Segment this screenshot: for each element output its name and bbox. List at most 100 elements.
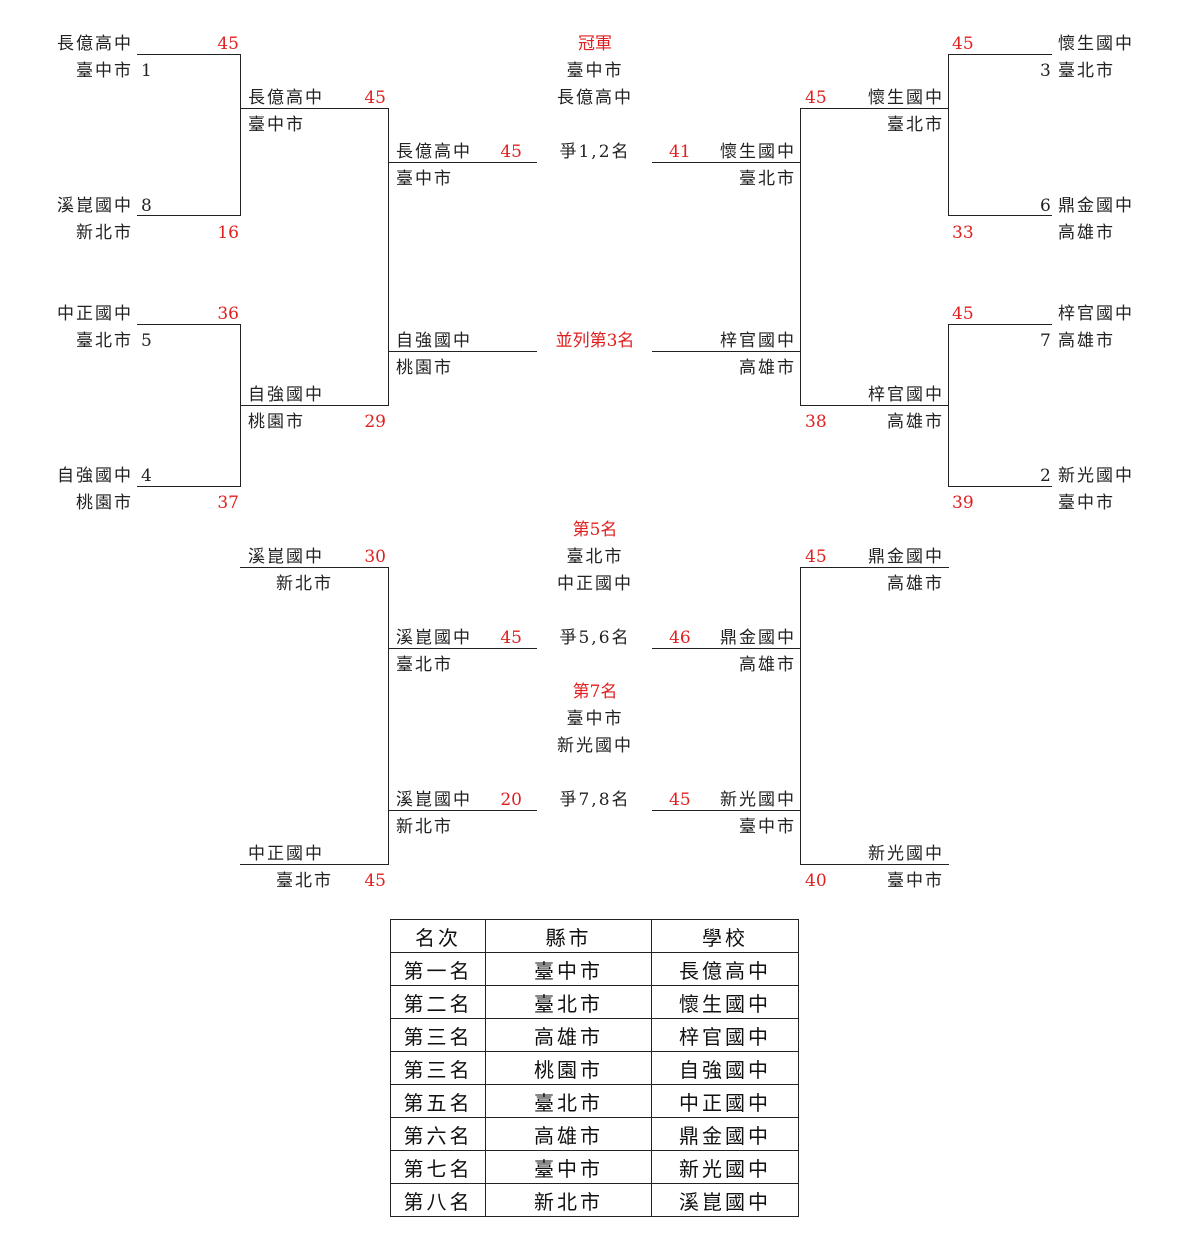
team-city: 臺北市	[276, 871, 333, 891]
table-row: 第二名 臺北市 懷生國中	[390, 985, 799, 1019]
score: 45	[364, 871, 386, 891]
team-name: 鼎金國中	[868, 547, 944, 567]
school-cell: 長億高中	[651, 952, 799, 986]
header-city: 縣市	[485, 919, 652, 953]
team-seed: 6	[1040, 196, 1051, 216]
bracket-line	[800, 567, 949, 568]
champion-title: 冠軍	[578, 34, 612, 54]
team-city: 臺中市	[1058, 493, 1115, 513]
team-city: 臺中市	[248, 115, 305, 135]
team-name: 梓官國中	[1058, 304, 1134, 324]
bracket-line	[800, 108, 949, 109]
score: 29	[364, 412, 386, 432]
bracket-line	[652, 810, 801, 811]
bracket-line	[240, 405, 389, 406]
team-name: 長億高中	[57, 34, 133, 54]
school-cell: 懷生國中	[651, 985, 799, 1019]
city-cell: 桃園市	[485, 1051, 652, 1085]
rank-cell: 第三名	[390, 1018, 486, 1052]
team-name: 懷生國中	[1058, 34, 1134, 54]
school-cell: 梓官國中	[651, 1018, 799, 1052]
team-city: 桃園市	[76, 493, 133, 513]
team-name: 梓官國中	[720, 331, 796, 351]
final-match-label: 爭1,2名	[559, 142, 631, 162]
school-cell: 自強國中	[651, 1051, 799, 1085]
score: 45	[500, 142, 522, 162]
table-row: 第三名 桃園市 自強國中	[390, 1051, 799, 1085]
team-seed: 8	[141, 196, 152, 216]
team-city: 新北市	[276, 574, 333, 594]
team-seed: 2	[1040, 466, 1051, 486]
team-name: 鼎金國中	[720, 628, 796, 648]
team-city: 臺北市	[76, 331, 133, 351]
team-name: 新光國中	[1058, 466, 1134, 486]
bracket-line	[800, 567, 801, 865]
bracket-line	[240, 108, 389, 109]
team-city: 高雄市	[1058, 223, 1115, 243]
third-place-label: 並列第3名	[555, 331, 635, 351]
team-city: 高雄市	[887, 412, 944, 432]
school-cell: 中正國中	[651, 1084, 799, 1118]
bracket-line	[652, 351, 801, 352]
team-city: 臺北市	[1058, 61, 1115, 81]
team-city: 桃園市	[248, 412, 305, 432]
city-cell: 臺中市	[485, 952, 652, 986]
bracket-line	[388, 567, 389, 865]
bracket-line	[388, 648, 537, 649]
city-cell: 高雄市	[485, 1018, 652, 1052]
bracket-line	[137, 215, 241, 216]
team-name: 長億高中	[396, 142, 472, 162]
team-seed: 5	[141, 331, 152, 351]
team-city: 高雄市	[1058, 331, 1115, 351]
team-name: 自強國中	[248, 385, 324, 405]
bracket-line	[948, 215, 1052, 216]
bracket-line	[240, 864, 389, 865]
rank-cell: 第一名	[390, 952, 486, 986]
city-cell: 臺中市	[485, 1150, 652, 1184]
bracket-line	[948, 324, 1052, 325]
school-cell: 鼎金國中	[651, 1117, 799, 1151]
champion-school: 長億高中	[557, 88, 633, 108]
score: 30	[364, 547, 386, 567]
score: 39	[952, 493, 974, 513]
bracket-line	[388, 162, 537, 163]
seventh-place-city: 臺中市	[566, 709, 624, 729]
bracket-line	[388, 351, 537, 352]
team-name: 長億高中	[248, 88, 324, 108]
city-cell: 臺北市	[485, 1084, 652, 1118]
team-city: 臺北市	[396, 655, 453, 675]
seventh-place-title: 第7名	[572, 682, 618, 702]
team-name: 自強國中	[396, 331, 472, 351]
bracket-line	[652, 648, 801, 649]
rank-cell: 第六名	[390, 1117, 486, 1151]
rank-cell: 第二名	[390, 985, 486, 1019]
team-name: 懷生國中	[868, 88, 944, 108]
team-name: 自強國中	[57, 466, 133, 486]
team-name: 鼎金國中	[1058, 196, 1134, 216]
rank-cell: 第五名	[390, 1084, 486, 1118]
team-name: 中正國中	[248, 844, 324, 864]
score: 45	[217, 34, 239, 54]
ranking-table: 名次 縣市 學校 第一名 臺中市 長億高中 第二名 臺北市 懷生國中 第三名 高…	[390, 919, 799, 1217]
bracket-line	[137, 54, 241, 55]
score: 36	[217, 304, 239, 324]
score: 45	[364, 88, 386, 108]
fifth-place-title: 第5名	[572, 520, 618, 540]
team-name: 中正國中	[57, 304, 133, 324]
score: 41	[669, 142, 691, 162]
score: 45	[500, 628, 522, 648]
champion-city: 臺中市	[566, 61, 624, 81]
bracket-line	[948, 54, 1052, 55]
team-city: 新北市	[76, 223, 133, 243]
team-city: 臺北市	[887, 115, 944, 135]
team-city: 新北市	[396, 817, 453, 837]
team-city: 高雄市	[739, 358, 796, 378]
bracket-line	[137, 324, 241, 325]
score: 37	[217, 493, 239, 513]
score: 45	[669, 790, 691, 810]
team-seed: 7	[1040, 331, 1051, 351]
school-cell: 溪崑國中	[651, 1183, 799, 1217]
header-school: 學校	[651, 919, 799, 953]
team-city: 高雄市	[887, 574, 944, 594]
